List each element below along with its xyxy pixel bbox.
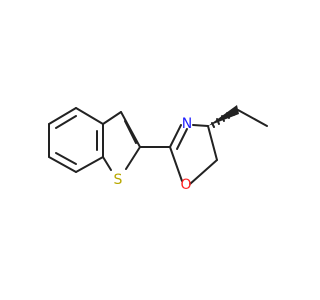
bond-thiophene-2 bbox=[120, 111, 141, 148]
bond-benzene-double-3 bbox=[55, 152, 77, 165]
bond-oxazoline-ch-ch2 bbox=[207, 125, 218, 161]
bond-ethyl-2 bbox=[237, 109, 268, 127]
bond-oxazoline-o-c bbox=[169, 146, 183, 182]
bond-benzene-double-1 bbox=[55, 115, 77, 129]
bond-benzene-2 bbox=[75, 107, 104, 125]
bond-oxazoline-ch2-o bbox=[189, 159, 218, 185]
sulfur-atom-label: S bbox=[114, 172, 123, 188]
bond-oxazoline-n-ch bbox=[192, 124, 209, 127]
bond-thiophene-double bbox=[124, 120, 137, 144]
stereo-hash bbox=[211, 109, 235, 128]
bond-oxazoline-cn-double bbox=[176, 128, 188, 150]
oxygen-atom-label: O bbox=[180, 177, 191, 193]
bond-oxazoline-cn bbox=[169, 124, 182, 148]
molecule-canvas: S N O bbox=[48, 105, 268, 193]
bond-thiophene-3 bbox=[125, 146, 141, 170]
bond-thiophene-1 bbox=[102, 111, 122, 125]
molecule-structure: S N O bbox=[48, 105, 268, 193]
bond-benzene-5 bbox=[48, 156, 77, 173]
atom-labels: S N O bbox=[114, 116, 193, 193]
bond-benzene-4 bbox=[75, 156, 104, 173]
nitrogen-atom-label: N bbox=[182, 116, 192, 132]
bond-thiophene-4 bbox=[102, 156, 112, 171]
bond-benzene-1 bbox=[48, 107, 77, 125]
bonds bbox=[48, 107, 268, 185]
